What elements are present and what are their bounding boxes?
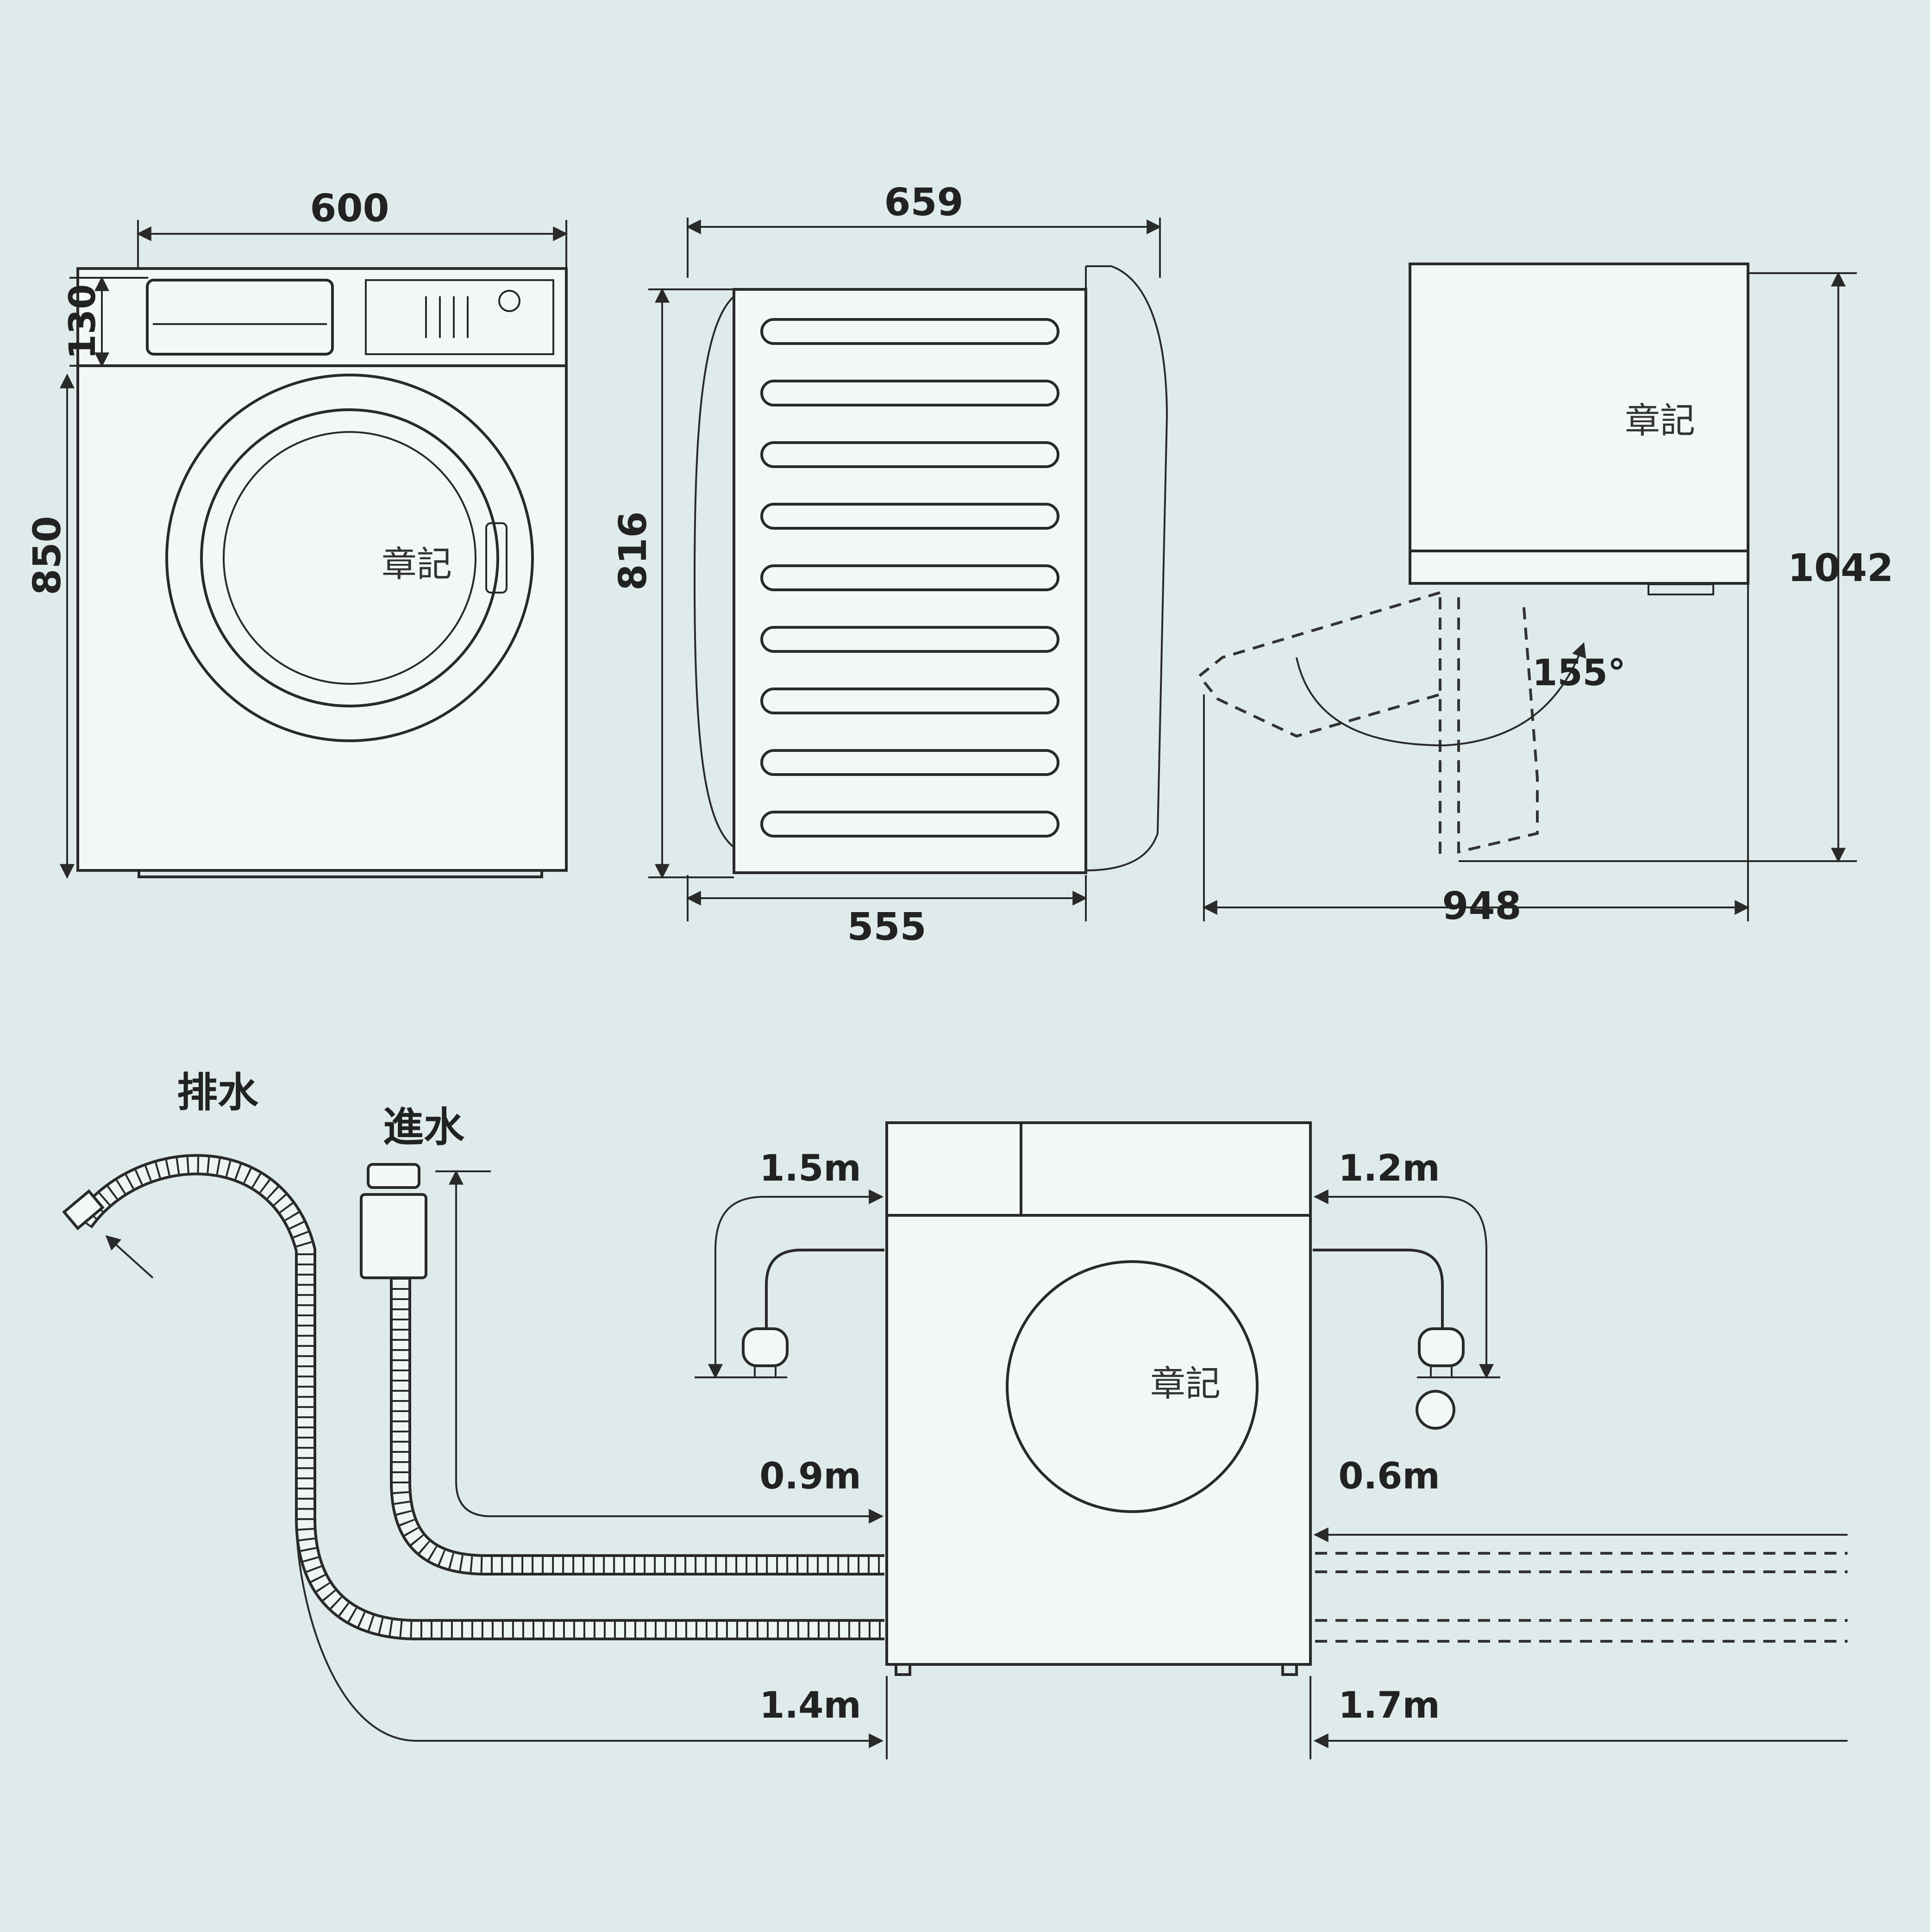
connections-view: 章記 排水 進水 bbox=[62, 1069, 1848, 1759]
power-right-length: 1.2m bbox=[1338, 1148, 1440, 1189]
side-height-label: 816 bbox=[611, 511, 655, 590]
inlet-hose bbox=[360, 1163, 884, 1576]
inlet-left-path bbox=[449, 1169, 884, 1524]
drain-hose bbox=[62, 1154, 884, 1640]
drain-left-path bbox=[295, 1518, 884, 1748]
swing-arc bbox=[1296, 642, 1586, 747]
drain-hose-end bbox=[62, 1189, 105, 1231]
inlet-tap-connector bbox=[360, 1193, 427, 1279]
washer-door bbox=[1006, 1260, 1259, 1513]
door-view-depth-label: 948 bbox=[1442, 884, 1521, 928]
detergent-drawer bbox=[146, 279, 334, 356]
door-ring-outer bbox=[165, 374, 534, 742]
front-view: 600 130 850 章記 bbox=[25, 187, 568, 879]
door-swing-outline bbox=[1439, 597, 1539, 857]
door-view-watermark: 章記 bbox=[1625, 400, 1695, 441]
drain-left-length: 1.4m bbox=[759, 1685, 861, 1726]
front-height-label: 850 bbox=[25, 516, 69, 595]
front-width-label: 600 bbox=[310, 187, 389, 231]
door-handle bbox=[485, 522, 508, 594]
door-view-height-label: 1042 bbox=[1788, 546, 1893, 590]
wall-socket-icon bbox=[1416, 1390, 1455, 1430]
side-ribs bbox=[760, 318, 1059, 838]
side-view: 659 816 555 bbox=[611, 181, 1168, 949]
door-angle-label: 155° bbox=[1532, 652, 1626, 694]
open-door-outline bbox=[1197, 591, 1441, 738]
front-watermark: 章記 bbox=[382, 544, 452, 585]
inlet-right-length: 0.6m bbox=[1338, 1456, 1440, 1497]
side-depth-total-label: 659 bbox=[884, 181, 963, 225]
front-panel-height-label: 130 bbox=[62, 284, 104, 360]
front-feet bbox=[138, 869, 543, 878]
power-left-path bbox=[708, 1189, 884, 1379]
program-dial bbox=[498, 290, 520, 312]
door-view-foot bbox=[1648, 583, 1714, 595]
inlet-left-length: 0.9m bbox=[759, 1456, 861, 1497]
washer-watermark: 章記 bbox=[1150, 1363, 1221, 1404]
door-open-view: 155° 章記 1042 948 bbox=[1197, 263, 1893, 928]
control-panel bbox=[365, 279, 554, 355]
door-view-base bbox=[1409, 550, 1749, 585]
drain-label: 排水 bbox=[177, 1069, 259, 1116]
power-cord-left bbox=[765, 1249, 884, 1329]
power-left-length: 1.5m bbox=[759, 1148, 861, 1189]
door-glass bbox=[223, 431, 476, 685]
side-door-bulge bbox=[693, 295, 735, 848]
side-depth-body-label: 555 bbox=[847, 905, 926, 949]
drain-right-length: 1.7m bbox=[1338, 1685, 1440, 1726]
side-panel-front bbox=[1085, 265, 1168, 871]
power-cord-right bbox=[1313, 1249, 1444, 1329]
door-view-body bbox=[1409, 263, 1749, 585]
inlet-label: 進水 bbox=[383, 1103, 465, 1151]
door-ring-inner bbox=[200, 408, 499, 707]
washer-front bbox=[885, 1121, 1312, 1666]
front-body bbox=[76, 267, 568, 872]
side-body bbox=[733, 288, 1087, 874]
power-right-path bbox=[1313, 1189, 1494, 1379]
program-buttons bbox=[425, 296, 469, 338]
